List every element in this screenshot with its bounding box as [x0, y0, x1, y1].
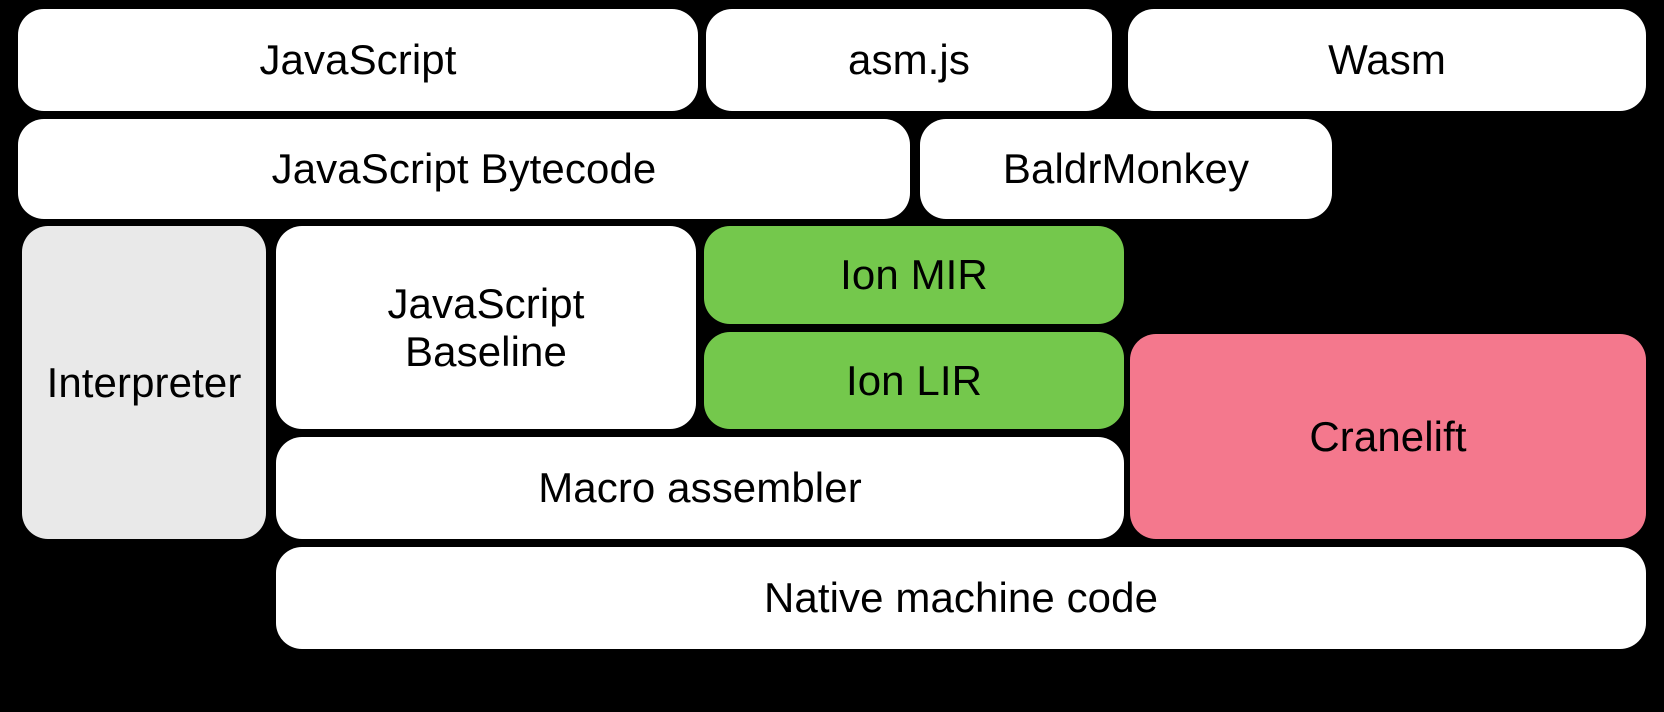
node-wasm[interactable]: Wasm — [1128, 9, 1646, 111]
node-ion-mir[interactable]: Ion MIR — [704, 226, 1124, 324]
node-javascript-baseline[interactable]: JavaScript Baseline — [276, 226, 696, 429]
node-javascript[interactable]: JavaScript — [18, 9, 698, 111]
node-cranelift[interactable]: Cranelift — [1130, 334, 1646, 539]
node-javascript-bytecode[interactable]: JavaScript Bytecode — [18, 119, 910, 219]
node-interpreter[interactable]: Interpreter — [22, 226, 266, 539]
node-asm-js[interactable]: asm.js — [706, 9, 1112, 111]
node-baldrmonkey[interactable]: BaldrMonkey — [920, 119, 1332, 219]
node-ion-lir[interactable]: Ion LIR — [704, 332, 1124, 429]
node-native-machine-code[interactable]: Native machine code — [276, 547, 1646, 649]
node-macro-assembler[interactable]: Macro assembler — [276, 437, 1124, 539]
